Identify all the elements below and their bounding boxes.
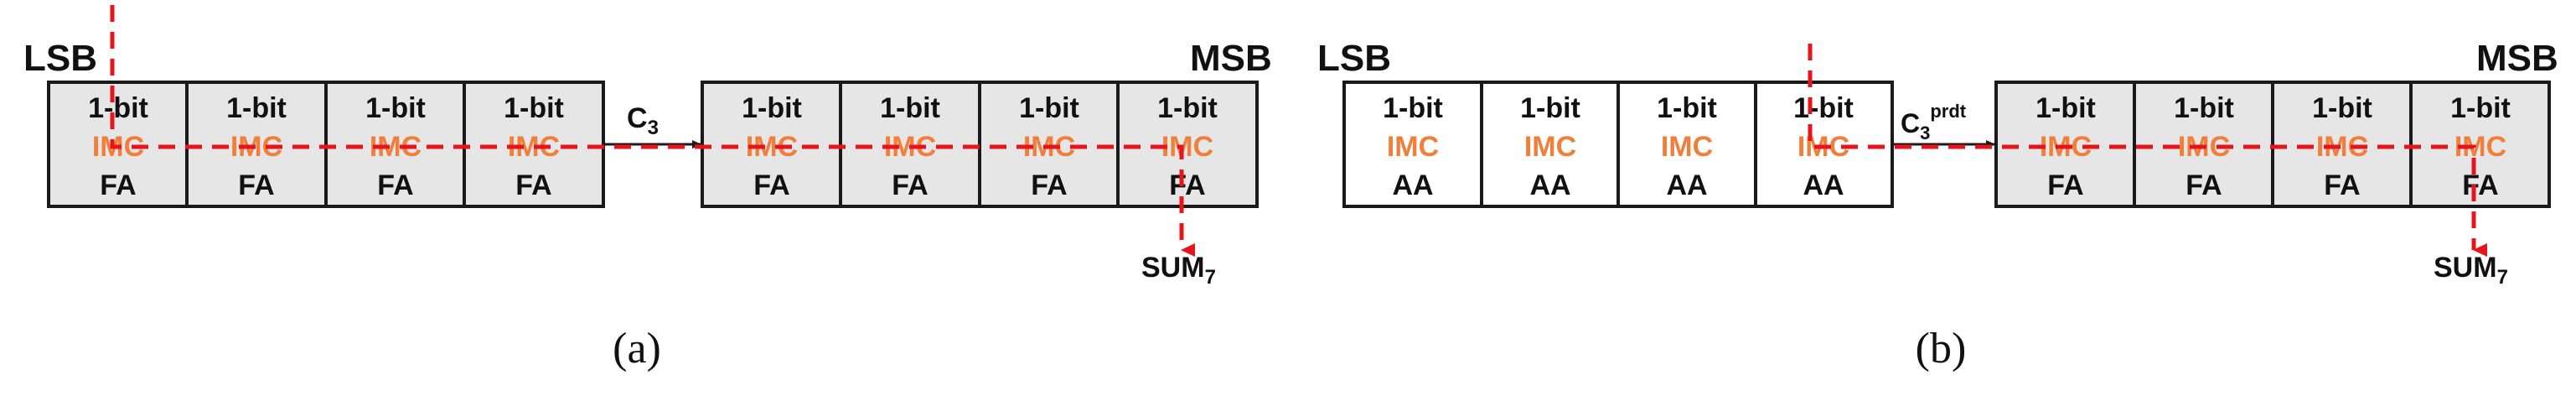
lsb-label: LSB: [23, 38, 97, 79]
cell-adder-label: FA: [892, 169, 928, 201]
cell-adder-label: AA: [1666, 169, 1707, 201]
cell-adder-label: AA: [1529, 169, 1570, 201]
cell-adder-label: FA: [1031, 169, 1067, 201]
carry-label: C3: [627, 102, 659, 139]
sum-label: SUM7: [1141, 252, 1216, 289]
cell-adder-label: AA: [1803, 169, 1844, 201]
critical-path: [1808, 44, 2487, 257]
caption-b: (b): [1916, 325, 1967, 373]
cell-adder-label: FA: [1169, 169, 1205, 201]
cell-imc-label: IMC: [1524, 131, 1576, 163]
cell-adder-label: FA: [2047, 169, 2083, 201]
cell-bit-label: 1-bit: [226, 92, 287, 124]
cell-bit-label: 1-bit: [2450, 92, 2511, 124]
cell-imc-label: IMC: [1661, 131, 1713, 163]
cell-bit-label: 1-bit: [504, 92, 564, 124]
cell-bit-label: 1-bit: [1157, 92, 1218, 124]
cell-imc-label: IMC: [1161, 131, 1213, 163]
cell-bit-label: 1-bit: [1520, 92, 1580, 124]
cell-bit-label: 1-bit: [1019, 92, 1079, 124]
msb-label: MSB: [2476, 38, 2558, 79]
cell: 1-bit IMC FA: [742, 92, 802, 201]
cell: 1-bit IMC AA: [1520, 92, 1580, 201]
sum-label: SUM7: [2434, 252, 2508, 289]
panel-b: LSB MSB 1-bit IMC AA 1-bit IMC AA 1-bit …: [1317, 38, 2558, 373]
left-cell-group: 1-bit IMC AA 1-bit IMC AA 1-bit IMC AA 1…: [1342, 81, 1894, 208]
cell-bit-label: 1-bit: [1383, 92, 1443, 124]
cell-adder-label: FA: [753, 169, 789, 201]
caption-a: (a): [613, 325, 661, 373]
cell-adder-label: FA: [2185, 169, 2222, 201]
msb-label: MSB: [1190, 38, 1272, 79]
cell: 1-bit IMC AA: [1657, 92, 1717, 201]
cell-bit-label: 1-bit: [2312, 92, 2372, 124]
cell-bit-label: 1-bit: [2174, 92, 2234, 124]
cell: 1-bit IMC FA: [2450, 92, 2511, 201]
cell-bit-label: 1-bit: [1657, 92, 1717, 124]
cell: 1-bit IMC FA: [1157, 92, 1218, 201]
left-cell-group: 1-bit IMC FA 1-bit IMC FA 1-bit IMC FA 1…: [47, 81, 605, 208]
cell-adder-label: FA: [238, 169, 274, 201]
cell-adder-label: FA: [100, 169, 136, 201]
cell-bit-label: 1-bit: [880, 92, 940, 124]
cell: 1-bit IMC AA: [1383, 92, 1443, 201]
carry-label: C3prdt: [1901, 101, 1967, 143]
lsb-label: LSB: [1317, 38, 1391, 79]
cell-adder-label: AA: [1392, 169, 1433, 201]
cell-bit-label: 1-bit: [2035, 92, 2096, 124]
cell-bit-label: 1-bit: [1793, 92, 1854, 124]
cell: 1-bit IMC AA: [1793, 92, 1854, 201]
cell-adder-label: FA: [2324, 169, 2360, 201]
right-cell-group: 1-bit IMC FA 1-bit IMC FA 1-bit IMC FA 1…: [1994, 81, 2551, 208]
cell-imc-label: IMC: [1387, 131, 1439, 163]
cell-bit-label: 1-bit: [742, 92, 802, 124]
panel-a: LSB MSB 1-bit IMC FA 1-bit IMC FA 1-bit …: [23, 5, 1272, 373]
cell-bit-label: 1-bit: [88, 92, 148, 124]
cell-adder-label: FA: [377, 169, 413, 201]
critical-path: [110, 5, 1195, 257]
right-cell-group: 1-bit IMC FA 1-bit IMC FA 1-bit IMC FA 1…: [701, 81, 1259, 208]
cell-adder-label: FA: [2462, 169, 2498, 201]
cell-adder-label: FA: [515, 169, 551, 201]
cell-bit-label: 1-bit: [365, 92, 426, 124]
cell: 1-bit IMC FA: [2035, 92, 2096, 201]
